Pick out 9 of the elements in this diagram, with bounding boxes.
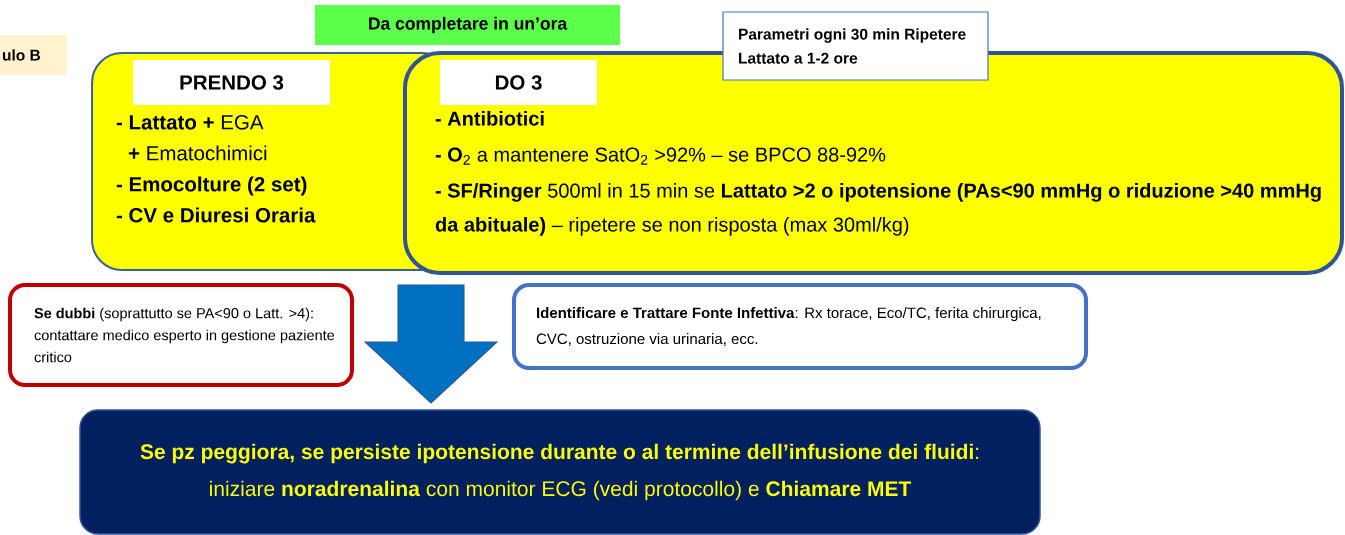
header-box: DO 3: [440, 60, 597, 105]
action-box: Se pz peggiora, se persiste ipotensione durante o al termine dell’infusione dei fluidi: iniziare noradrenalina con monitor ECG (vedi protocollo) e Chiamare MET: [79, 409, 1041, 535]
tab-label: ulo B: [0, 35, 67, 75]
note-box: Parametri ogni 30 min Ripetere Lattato a 1-2 ore: [722, 11, 989, 81]
warning-box: Se dubbi (soprattutto se PA<90 o Latt. >4): contattare medico esperto in gestione paziente critico: [8, 283, 354, 387]
block-arrow: [363, 284, 499, 404]
header-box: PRENDO 3: [133, 60, 330, 105]
title-banner: Da completare in un’ora: [315, 5, 620, 45]
info-box: Identificare e Trattare Fonte Infettiva: Rx torace, Eco/TC, ferita chirurgica, CVC, ostruzione via urinaria, ecc.: [512, 283, 1088, 370]
